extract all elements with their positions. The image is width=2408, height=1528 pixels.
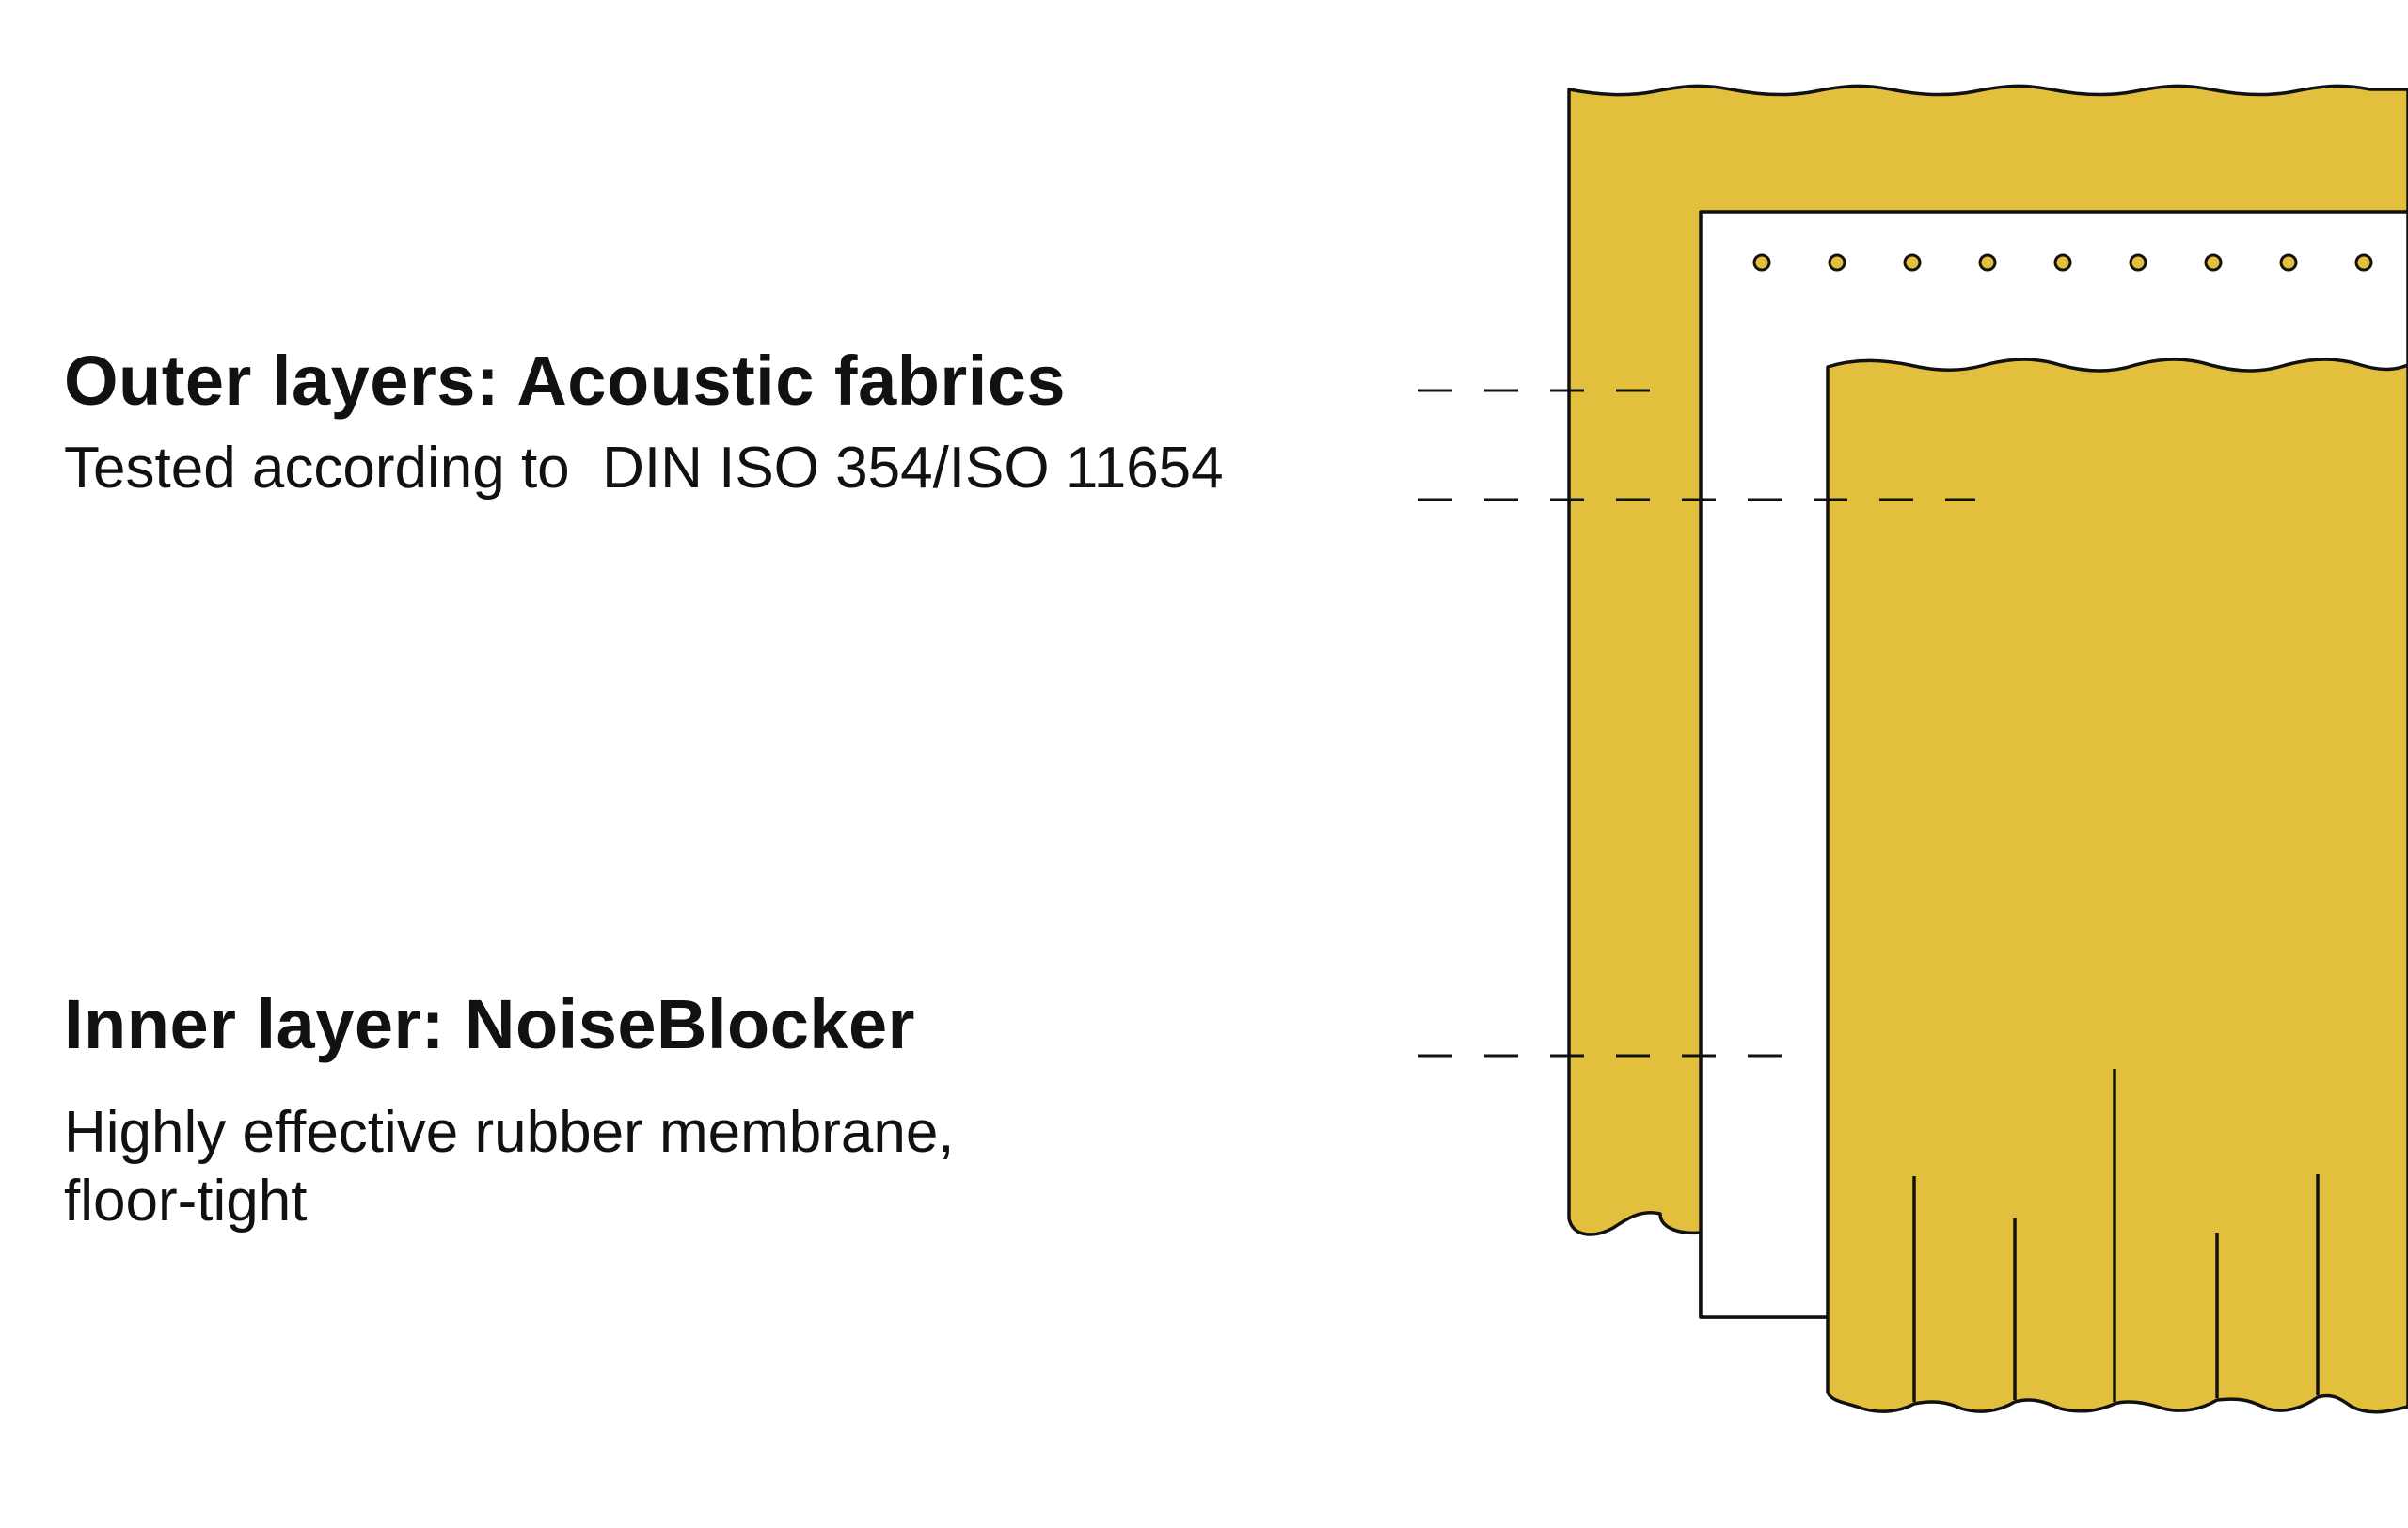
grommet-icon [1903, 253, 1922, 272]
inner-layer-heading: Inner layer: NoiseBlocker [64, 985, 915, 1063]
inner-layer-description: Highly effective rubber membrane, floor-… [64, 1098, 955, 1235]
grommet-icon [1752, 253, 1771, 272]
inner-layer-label: Inner layer: NoiseBlocker Highly effecti… [64, 984, 955, 1235]
inner-layer-description-line1: Highly effective rubber membrane, [64, 1100, 955, 1166]
grommet-icon [2279, 253, 2298, 272]
grommet-icon [1828, 253, 1846, 272]
grommet-icon [2204, 253, 2223, 272]
grommet-icon [2053, 253, 2072, 272]
inner-layer-description-line2: floor-tight [64, 1169, 308, 1234]
outer-fabric-front-layer [1826, 358, 2408, 1414]
outer-layers-heading: Outer layers: Acoustic fabrics [64, 342, 1067, 420]
outer-layers-label: Outer layers: Acoustic fabrics Tested ac… [64, 341, 1224, 503]
outer-layers-description: Tested according to DIN ISO 354/ISO 1165… [64, 436, 1224, 501]
grommet-icon [1978, 253, 1997, 272]
grommet-icon [2129, 253, 2147, 272]
grommet-icon [2354, 253, 2373, 272]
grommet-row [1752, 253, 2373, 272]
